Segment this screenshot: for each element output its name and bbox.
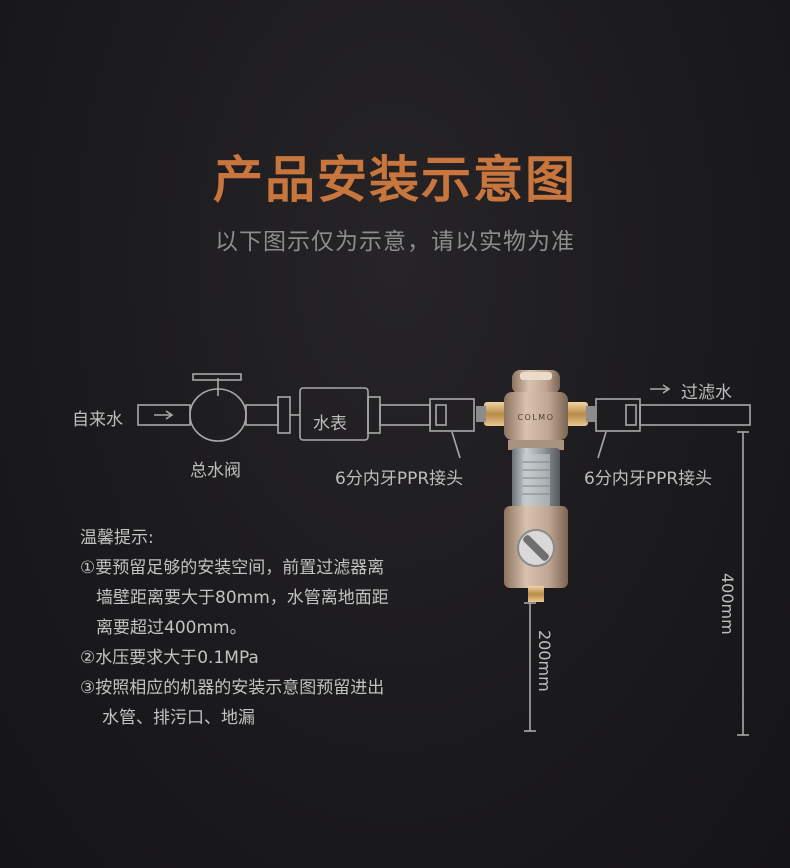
dim-400-label: 400mm — [718, 573, 737, 635]
colmo-filter: COLMO — [476, 370, 596, 602]
tip-2: ②水压要求大于0.1MPa — [80, 648, 259, 668]
tip-1: ①要预留足够的安装空间，前置过滤器离 — [80, 558, 385, 578]
valve-label: 总水阀 — [190, 461, 241, 481]
inlet-label: 自来水 — [72, 410, 123, 430]
tip-1-cont: 墙壁距离要大于80mm，水管离地面距 — [96, 588, 389, 608]
tips-block: 温馨提示: ①要预留足够的安装空间，前置过滤器离 墙壁距离要大于80mm，水管离… — [80, 523, 389, 733]
right-ppr-connector — [595, 398, 641, 432]
main-valve — [189, 388, 247, 442]
page-title: 产品安装示意图 — [213, 151, 577, 209]
outlet-pipe — [639, 404, 751, 426]
dim-200-label: 200mm — [535, 630, 554, 692]
connector-left-label: 6分内牙PPR接头 — [335, 469, 464, 489]
tip-3: ③按照相应的机器的安装示意图预留进出 — [80, 678, 385, 698]
connector-right-label: 6分内牙PPR接头 — [584, 469, 713, 489]
page-subtitle: 以下图示仅为示意，请以实物为准 — [215, 229, 575, 255]
tip-3-cont: 水管、排污口、地漏 — [102, 708, 255, 728]
meter-label: 水表 — [313, 414, 347, 434]
valve-handle — [192, 373, 242, 381]
brand-logo: COLMO — [517, 413, 554, 422]
tip-1-cont2: 离要超过400mm。 — [96, 618, 247, 638]
tips-heading: 温馨提示: — [80, 528, 154, 548]
left-ppr-connector — [429, 398, 475, 432]
outlet-label: 过滤水 — [681, 383, 732, 403]
